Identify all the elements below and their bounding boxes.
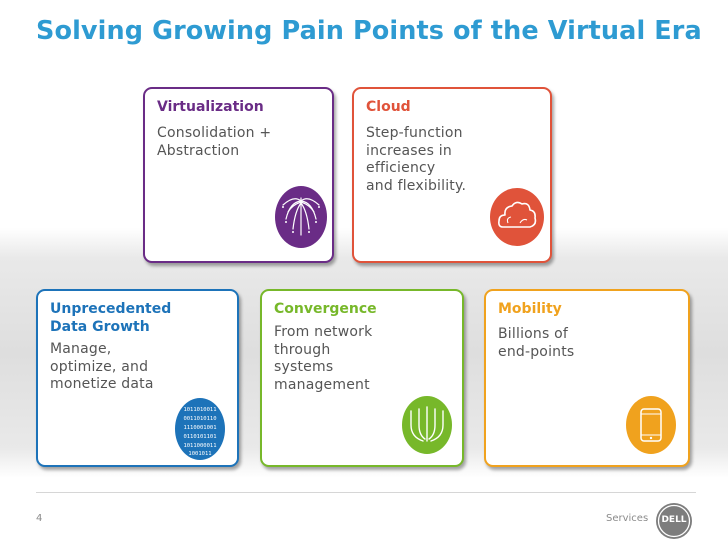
description-line: increases in — [366, 142, 452, 159]
cloud-card: Cloud Step-function increases in efficie… — [352, 87, 552, 263]
footer-divider — [36, 492, 696, 493]
description-line: monetize data — [50, 376, 154, 392]
description-line: systems — [274, 359, 334, 375]
virtualization-card: Virtualization Consolidation + Abstracti… — [143, 87, 334, 263]
binary-row: 1001011 — [188, 451, 211, 457]
tablet-icon — [625, 395, 677, 455]
logo-text: DELL — [661, 515, 687, 525]
description-line: Abstraction — [157, 142, 240, 159]
card-title: Cloud — [366, 99, 411, 115]
brand-label: Services — [606, 513, 649, 524]
binary-row: 0011010110 — [183, 416, 216, 422]
description-line: optimize, and — [50, 358, 149, 375]
fountain-icon — [274, 185, 328, 249]
dell-logo: DELL — [655, 502, 693, 544]
converging-lines-icon — [401, 395, 453, 455]
binary-row: 1011010011 — [183, 407, 216, 413]
card-title-line: Data Growth — [50, 319, 150, 335]
card-title-line: Unprecedented — [50, 301, 172, 317]
binary-row: 1110001001 — [183, 425, 216, 431]
description-line: management — [274, 376, 370, 393]
binary-data-icon: 1011010011 0011010110 1110001001 0110101… — [174, 397, 226, 461]
page-number: 4 — [36, 513, 43, 524]
card-description: Billions of end-points — [498, 326, 574, 361]
description-line: Manage, — [50, 341, 112, 357]
description-line: Step-function — [366, 125, 463, 141]
card-title: Virtualization — [157, 99, 264, 115]
slide-title: Solving Growing Pain Points of the Virtu… — [36, 16, 702, 46]
data-growth-card: Unprecedented Data Growth Manage, optimi… — [36, 289, 239, 467]
convergence-card: Convergence From network through systems… — [260, 289, 464, 467]
card-description: Manage, optimize, and monetize data — [50, 341, 154, 394]
binary-row: 1011000011 — [183, 443, 216, 449]
card-title: Unprecedented Data Growth — [50, 300, 171, 336]
description-line: Consolidation + — [157, 125, 272, 141]
card-description: From network through systems management — [274, 324, 372, 394]
description-line: and flexibility. — [366, 177, 467, 194]
description-line: end-points — [498, 343, 575, 360]
card-description: Step-function increases in efficiency an… — [366, 125, 466, 195]
card-title: Convergence — [274, 301, 377, 317]
card-title: Mobility — [498, 301, 562, 317]
mobility-card: Mobility Billions of end-points — [484, 289, 690, 467]
card-description: Consolidation + Abstraction — [157, 125, 271, 160]
description-line: From network — [274, 324, 373, 340]
binary-row: 0110101101 — [183, 434, 216, 440]
description-line: through — [274, 341, 331, 358]
cloud-icon — [489, 187, 545, 247]
description-line: efficiency — [366, 160, 436, 176]
description-line: Billions of — [498, 326, 569, 342]
